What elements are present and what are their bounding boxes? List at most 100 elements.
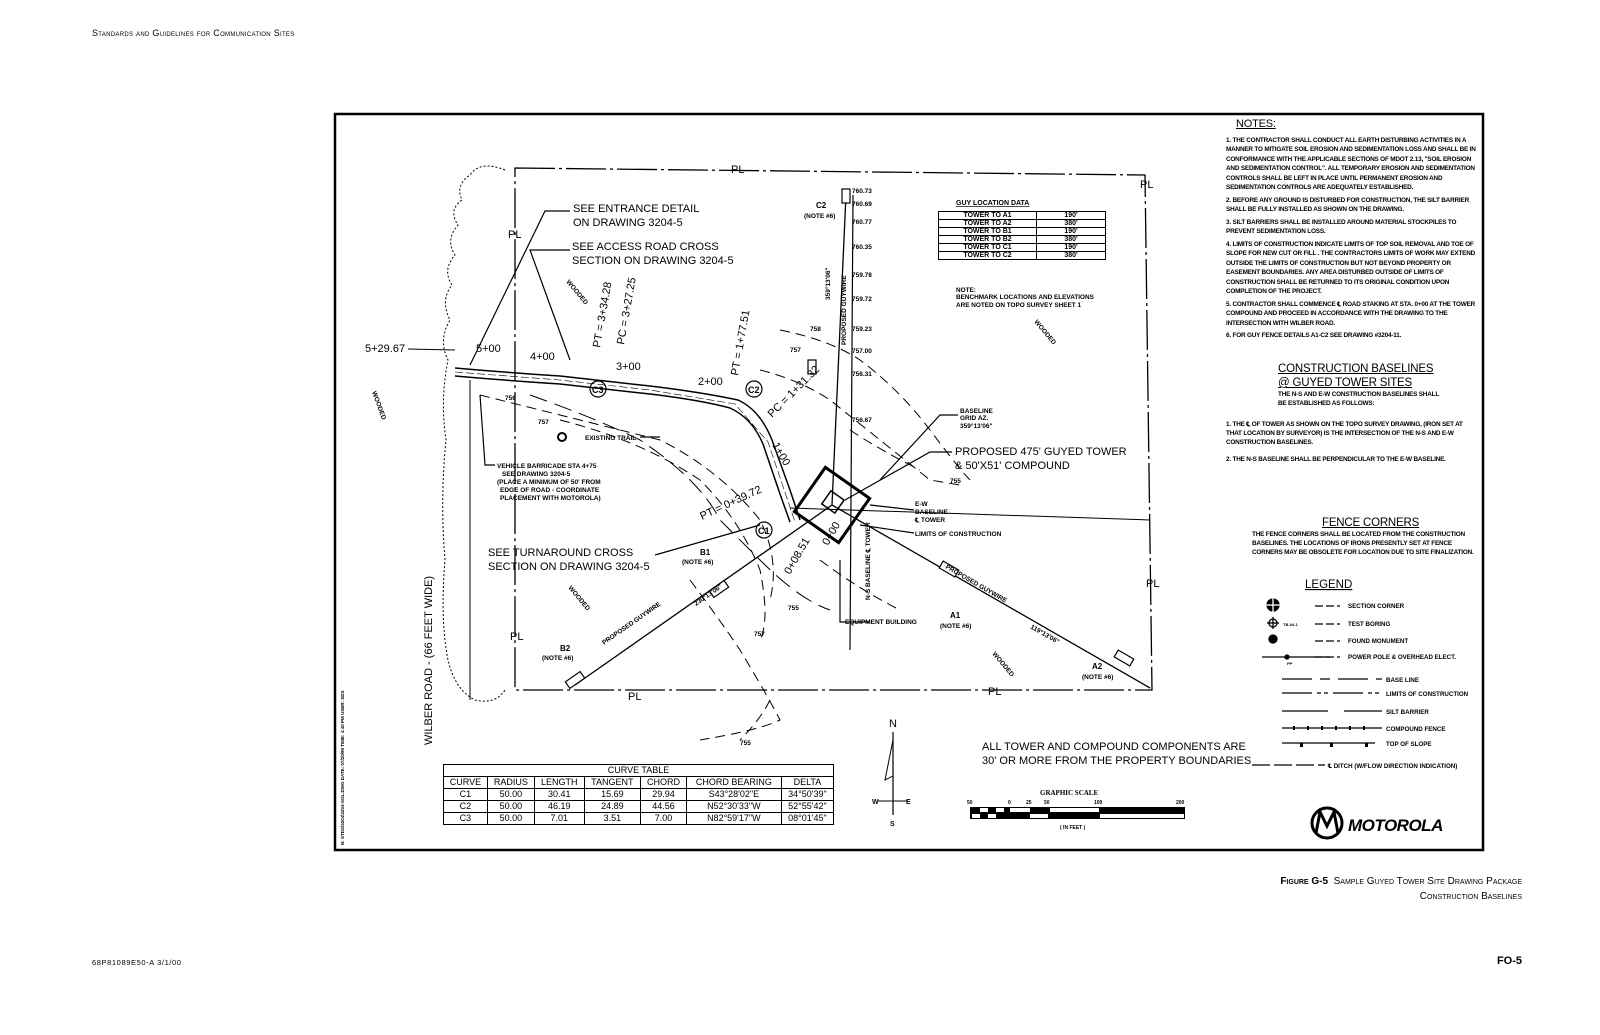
svg-text:759.23: 759.23 <box>852 326 872 333</box>
entrance-callout: SEE ENTRANCE DETAIL <box>573 203 699 215</box>
west-label: W <box>872 799 879 806</box>
svg-text:FOUND MONUMENT: FOUND MONUMENT <box>1348 638 1408 645</box>
pc-label: PC = 3+27.25 <box>615 277 639 346</box>
page-number: FO-5 <box>1496 955 1522 967</box>
baseline-item: 1. THE ℄ OF TOWER AS SHOWN ON THE TOPO S… <box>1226 421 1463 446</box>
turnaround-callout: SEE TURNAROUND CROSS <box>488 547 633 559</box>
curve-c3: C3 <box>592 385 604 395</box>
drawing-frame <box>333 112 1485 852</box>
wooded-label: WOODED <box>566 585 591 613</box>
guy-note: BENCHMARK LOCATIONS AND ELEVATIONS <box>956 294 1095 301</box>
baseline-az: GRID AZ. <box>960 415 988 422</box>
tower-callout: & 50'X51' COMPOUND <box>955 460 1070 472</box>
svg-text:757: 757 <box>790 347 801 354</box>
ew-baseline-label: ℄ TOWER <box>914 516 945 524</box>
equipment-building-label: EQUIPMENT BUILDING <box>845 619 917 626</box>
wooded-label: WOODED <box>370 390 387 421</box>
motorola-logo-icon <box>1310 806 1344 840</box>
figure-title: Sample Guyed Tower Site Drawing Package <box>1333 876 1522 887</box>
east-label: E <box>906 799 911 806</box>
guy-table-title: GUY LOCATION DATA <box>956 200 1029 207</box>
svg-text:POWER POLE & OVERHEAD ELECT.: POWER POLE & OVERHEAD ELECT. <box>1348 654 1456 661</box>
existing-trail-label: EXISTING TRAIL <box>585 435 636 442</box>
contour-labels: 758 757 757 755 756 755 755 757 <box>505 326 961 747</box>
station-label: 5+29.67 <box>365 343 405 355</box>
test-boring-tag: TB-94-1 <box>1283 622 1298 627</box>
scale-tick: 0 <box>1008 800 1011 806</box>
ew-baseline-label: BASELINE <box>915 509 949 516</box>
anchor-note: (NOTE #6) <box>682 559 713 566</box>
property-lines <box>514 167 1153 691</box>
svg-text:757: 757 <box>754 631 765 638</box>
fence-text: THE FENCE CORNERS SHALL BE LOCATED FROM … <box>1252 531 1474 556</box>
svg-text:TOP OF SLOPE: TOP OF SLOPE <box>1386 741 1432 748</box>
svg-text:758: 758 <box>810 326 821 333</box>
station-label: 5+00 <box>476 343 501 355</box>
note-item: 1. THE CONTRACTOR SHALL CONDUCT ALL EART… <box>1226 136 1476 192</box>
scale-tick: 50 <box>967 800 973 806</box>
access-road-callout: SEE ACCESS ROAD CROSS <box>572 241 719 253</box>
svg-text:756.31: 756.31 <box>852 371 872 378</box>
svg-text:SEE DRAWING 3204-5: SEE DRAWING 3204-5 <box>502 471 571 478</box>
motorola-wordmark: MOTOROLA <box>1348 816 1443 835</box>
ew-baseline-label: E-W <box>915 501 929 508</box>
fence-corners-section: FENCE CORNERS THE FENCE CORNERS SHALL BE… <box>1252 516 1478 557</box>
figure-subtitle: Construction Baselines <box>1419 891 1522 902</box>
figure-caption: Figure G-5 Sample Guyed Tower Site Drawi… <box>1280 874 1522 904</box>
ew-baseline <box>789 507 1151 521</box>
plot-stamp: N: STDS\3204\3204-SGL.DWG DATE: 07/20/99… <box>340 691 345 845</box>
azimuth-label: 359°13'06" <box>824 267 832 300</box>
svg-text:759.72: 759.72 <box>852 296 872 303</box>
pt-label: PT = 3+34.28 <box>591 281 614 349</box>
note-item: 3. SILT BARRIERS SHALL BE INSTALLED AROU… <box>1226 218 1457 236</box>
note-item: 6. FOR GUY FENCE DETAILS A1-C2 SEE DRAWI… <box>1226 332 1402 339</box>
svg-text:757.00: 757.00 <box>852 348 872 355</box>
scale-tick: 100 <box>1094 800 1103 806</box>
baseline-az: BASELINE <box>960 408 994 415</box>
notes-section: NOTES: 1. THE CONTRACTOR SHALL CONDUCT A… <box>1226 119 1480 341</box>
south-label: S <box>890 821 895 828</box>
tower-callout: PROPOSED 475' GUYED TOWER <box>955 446 1127 458</box>
svg-text:EDGE OF ROAD - COORDINATE: EDGE OF ROAD - COORDINATE <box>500 487 600 494</box>
graphic-scale <box>970 807 1185 819</box>
curve-c1: C1 <box>758 526 770 536</box>
scale-tick: 200 <box>1176 800 1185 806</box>
anchor-c2: C2 <box>816 201 827 210</box>
svg-text:SILT BARRIER: SILT BARRIER <box>1386 709 1429 716</box>
anchor-b1: B1 <box>700 548 711 557</box>
svg-text:TEST BORING: TEST BORING <box>1348 621 1390 628</box>
note-item: 2. BEFORE ANY GROUND IS DISTURBED FOR CO… <box>1226 196 1469 214</box>
boundary-note: ALL TOWER AND COMPOUND COMPONENTS ARE <box>982 741 1246 753</box>
pole-tag: PP <box>1287 661 1293 666</box>
station-label: 1+00 <box>769 441 792 468</box>
boundary-note: 30' OR MORE FROM THE PROPERTY BOUNDARIES <box>982 755 1251 767</box>
station-label: 4+00 <box>530 351 555 363</box>
north-arrow-icon <box>878 732 908 815</box>
svg-text:755: 755 <box>788 605 799 612</box>
svg-text:VEHICLE BARRICADE STA 4+75: VEHICLE BARRICADE STA 4+75 <box>497 463 597 470</box>
baselines-subtitle: @ GUYED TOWER SITES <box>1278 377 1412 389</box>
baselines-title: CONSTRUCTION BASELINES <box>1278 363 1434 375</box>
anchor-note: (NOTE #6) <box>542 655 573 662</box>
svg-text:760.73: 760.73 <box>852 188 872 195</box>
wooded-label: WOODED <box>990 651 1015 679</box>
pl-label: PL <box>988 686 1001 698</box>
svg-text:℄ DITCH (W/FLOW DIRECTION INDI: ℄ DITCH (W/FLOW DIRECTION INDICATION) <box>1327 763 1457 770</box>
svg-text:759.78: 759.78 <box>852 272 872 279</box>
legend-symbols <box>1252 598 1382 766</box>
svg-text:756.67: 756.67 <box>852 417 872 424</box>
guywire-label: PROPOSED GUYWIRE <box>841 275 848 345</box>
curve-c2: C2 <box>748 385 760 395</box>
curve-table-title: CURVE TABLE <box>443 764 834 777</box>
contour-lines <box>479 329 971 741</box>
pl-label: PL <box>1140 179 1153 191</box>
